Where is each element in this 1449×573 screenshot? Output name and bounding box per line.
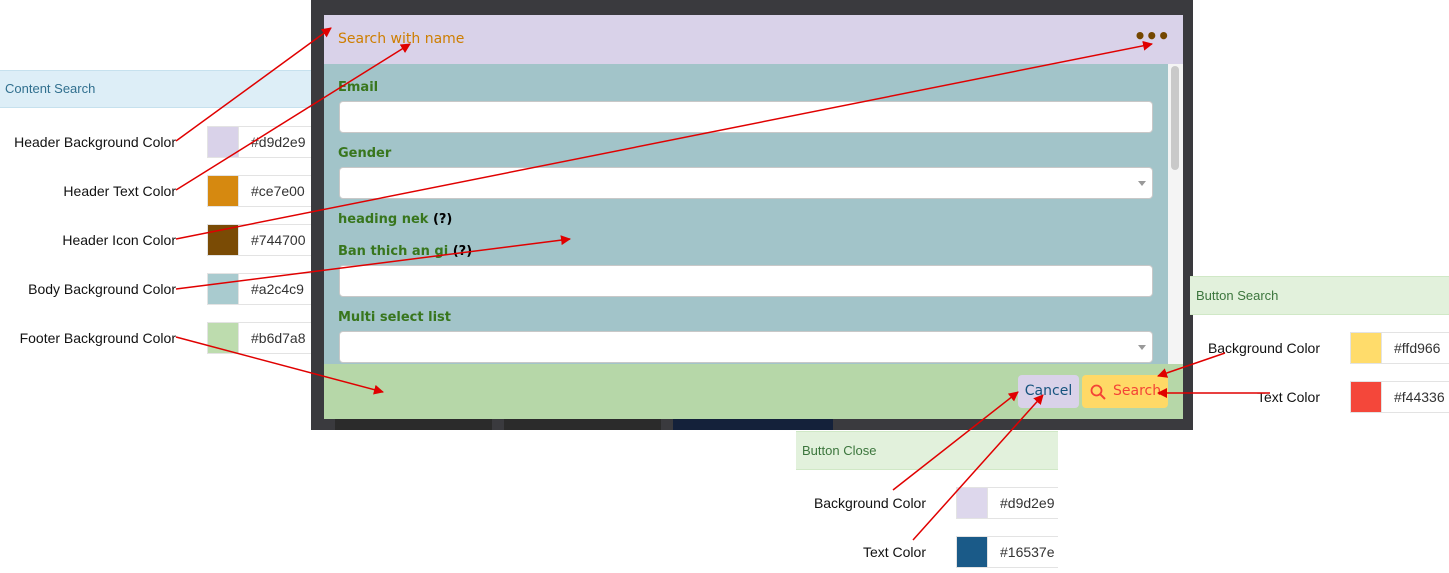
header-text-color-swatch[interactable] xyxy=(207,175,239,207)
food-question-label: Ban thich an gi (?) xyxy=(338,244,472,259)
email-label: Email xyxy=(338,80,379,95)
search-bg-color-input[interactable]: #ffd966 xyxy=(1382,332,1449,364)
arrow-header-bg xyxy=(175,27,332,142)
button-search-header: Button Search xyxy=(1190,276,1449,315)
header-icon-color-input[interactable]: #744700 xyxy=(239,224,311,256)
body-bg-color-input[interactable]: #a2c4c9 xyxy=(239,273,311,305)
multi-select-label: Multi select list xyxy=(338,310,451,325)
chevron-down-icon xyxy=(1138,345,1146,350)
header-text-color-label: Header Text Color xyxy=(63,183,176,199)
header-bg-color-input[interactable]: #d9d2e9 xyxy=(239,126,311,158)
multi-select-list[interactable] xyxy=(339,331,1153,363)
gender-select[interactable] xyxy=(339,167,1153,199)
search-icon xyxy=(1090,384,1106,400)
heading-nek-label: heading nek (?) xyxy=(338,212,452,227)
modal-scrollbar-thumb[interactable] xyxy=(1171,66,1179,170)
footer-bg-color-label: Footer Background Color xyxy=(19,330,176,346)
footer-bg-color-swatch[interactable] xyxy=(207,322,239,354)
help-icon[interactable]: (?) xyxy=(432,212,453,227)
header-bg-color-label: Header Background Color xyxy=(14,134,176,150)
search-button-label: Search xyxy=(1113,383,1162,399)
chevron-down-icon xyxy=(1138,181,1146,186)
body-bg-color-swatch[interactable] xyxy=(207,273,239,305)
footer-bg-color-input[interactable]: #b6d7a8 xyxy=(239,322,311,354)
food-question-text: Ban thich an gi xyxy=(338,244,449,259)
help-icon[interactable]: (?) xyxy=(452,244,473,259)
arrow-footer-bg xyxy=(175,336,384,395)
arrow-body-bg xyxy=(175,235,571,290)
close-bg-color-label: Background Color xyxy=(813,495,926,511)
search-text-color-label: Text Color xyxy=(1256,389,1320,405)
arrow-search-bg xyxy=(1157,352,1226,378)
search-text-color-swatch[interactable] xyxy=(1350,381,1382,413)
modal-title: Search with name xyxy=(338,31,465,47)
close-bg-color-input[interactable]: #d9d2e9 xyxy=(988,487,1058,519)
header-icon-color-label: Header Icon Color xyxy=(62,232,176,248)
close-text-color-label: Text Color xyxy=(862,544,926,560)
header-bg-color-swatch[interactable] xyxy=(207,126,239,158)
arrow-close-bg xyxy=(892,391,1019,491)
email-field[interactable] xyxy=(339,101,1153,133)
gender-label: Gender xyxy=(338,146,392,161)
food-question-field[interactable] xyxy=(339,265,1153,297)
arrow-header-text xyxy=(175,43,411,191)
body-bg-color-label: Body Background Color xyxy=(28,281,176,297)
modal-header: Search with name ••• xyxy=(324,15,1183,64)
content-search-header: Content Search xyxy=(0,70,323,108)
close-text-color-input[interactable]: #16537e xyxy=(988,536,1058,568)
heading-text: heading nek xyxy=(338,212,429,227)
search-text-color-input[interactable]: #f44336 xyxy=(1382,381,1449,413)
arrow-close-text xyxy=(912,394,1044,541)
close-text-color-swatch[interactable] xyxy=(956,536,988,568)
arrow-header-icon xyxy=(175,40,1153,240)
modal-body: Email Gender heading nek (?) Ban thich a… xyxy=(324,64,1168,364)
close-bg-color-swatch[interactable] xyxy=(956,487,988,519)
search-bg-color-swatch[interactable] xyxy=(1350,332,1382,364)
search-button[interactable]: Search xyxy=(1082,375,1168,408)
search-bg-color-label: Background Color xyxy=(1207,340,1320,356)
header-text-color-input[interactable]: #ce7e00 xyxy=(239,175,311,207)
